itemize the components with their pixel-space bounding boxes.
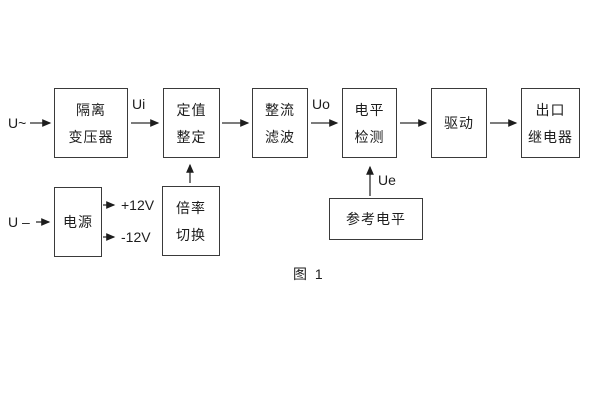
signal-label-ui: Ui	[132, 96, 146, 112]
box-isolation-transformer: 隔离 变压器	[54, 88, 128, 158]
box-reference-level: 参考电平	[329, 198, 423, 240]
box-label-line: 电源	[63, 214, 93, 230]
box-level-detect: 电平 检测	[342, 88, 397, 158]
box-label-line: 整定	[176, 128, 207, 145]
signal-label-uo: Uo	[312, 96, 330, 112]
signal-label-input-ac: U~	[8, 115, 27, 131]
box-multiplier-switch: 倍率 切换	[162, 186, 220, 256]
box-label-line: 出口	[535, 101, 566, 118]
box-rectifier-filter: 整流 滤波	[252, 88, 308, 158]
box-label-line: 继电器	[528, 128, 573, 145]
box-label-line: 定值	[176, 101, 207, 118]
signal-label-minus12v: -12V	[121, 229, 151, 245]
box-output-relay: 出口 继电器	[521, 88, 580, 158]
box-power-supply: 电源	[54, 187, 102, 257]
box-label-line: 切换	[176, 226, 206, 243]
box-label-line: 变压器	[68, 128, 114, 145]
signal-label-ue: Ue	[378, 172, 396, 188]
box-label-line: 检测	[354, 128, 385, 145]
box-label-line: 驱动	[444, 115, 474, 131]
box-label-line: 参考电平	[346, 211, 406, 227]
box-label-line: 滤波	[265, 128, 295, 145]
signal-label-plus12v: +12V	[121, 197, 155, 213]
box-drive: 驱动	[431, 88, 487, 158]
figure-caption: 图 1	[293, 266, 325, 282]
box-label-line: 整流	[265, 101, 295, 118]
box-setpoint-adjust: 定值 整定	[163, 88, 220, 158]
box-label-line: 隔离	[76, 101, 106, 118]
box-label-line: 电平	[354, 101, 385, 118]
signal-label-input-dc: U –	[8, 214, 30, 230]
box-label-line: 倍率	[176, 199, 206, 216]
